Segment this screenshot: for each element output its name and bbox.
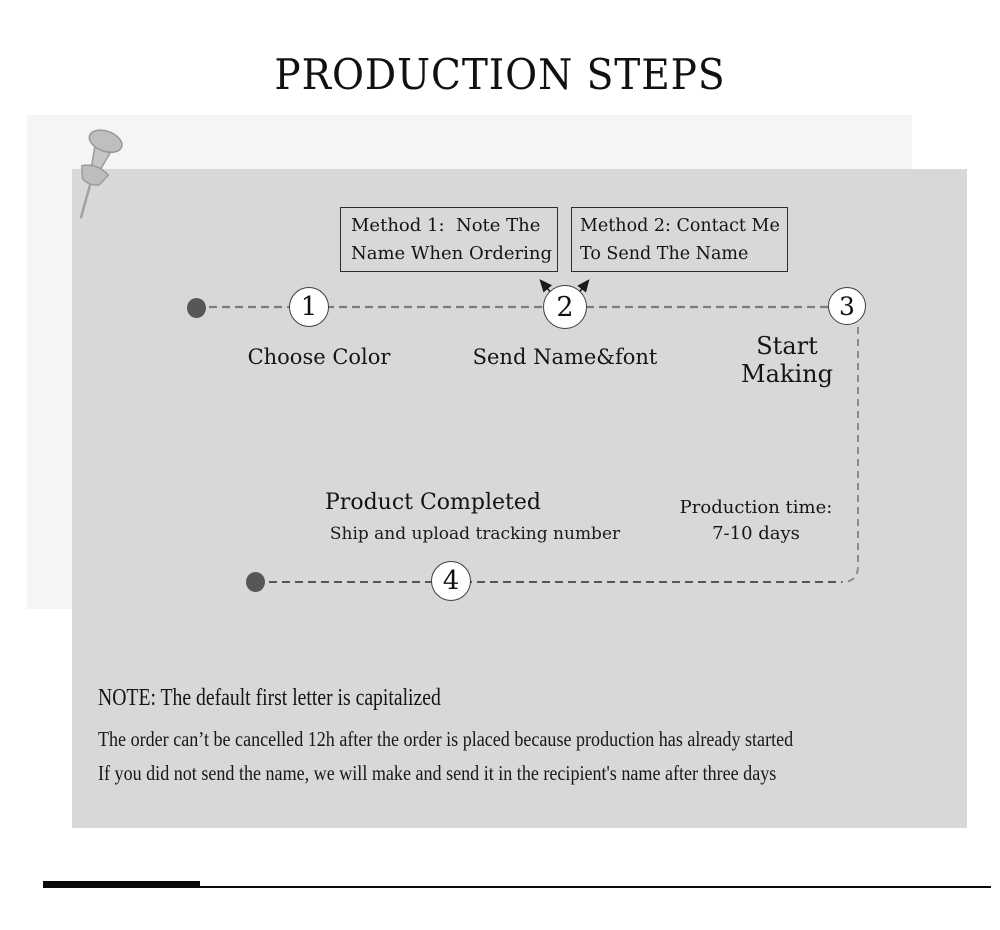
step-3-label-line-2: Making <box>741 360 833 388</box>
method-1-line-2: Name When Ordering <box>351 243 552 264</box>
product-completed-title: Product Completed <box>325 490 541 515</box>
pushpin-head <box>88 129 123 154</box>
production-time: Production time: 7-10 days <box>656 495 856 547</box>
timeline2-start-dot <box>246 572 265 592</box>
step-circle-4: 4 <box>431 561 471 601</box>
note-line-1: The order can’t be cancelled 12h after t… <box>98 727 794 751</box>
step-circle-1: 1 <box>289 287 329 327</box>
step-3-label: Start Making <box>707 332 867 388</box>
pushpin-flange <box>81 164 110 186</box>
timeline1-start-dot <box>187 298 206 318</box>
method-2-line-1: Method 2: Contact Me <box>580 216 780 236</box>
pushpin-icon <box>79 129 123 219</box>
step-circle-3: 3 <box>828 287 866 325</box>
footer-bar <box>43 881 200 888</box>
note-heading: NOTE: The default first letter is capita… <box>98 685 441 711</box>
main-panel <box>72 169 967 828</box>
step-2-label: Send Name&font <box>472 345 658 369</box>
method-1-line-1: Method 1: Note The <box>351 215 541 236</box>
pushpin-needle <box>79 181 93 219</box>
page-title: PRODUCTION STEPS <box>274 50 726 99</box>
step-3-label-line-1: Start <box>756 332 818 360</box>
footer-line <box>200 886 991 888</box>
step-circle-2: 2 <box>543 285 587 329</box>
note-line-2: If you did not send the name, we will ma… <box>98 761 777 785</box>
method-2-line-2: To Send The Name <box>580 244 749 264</box>
production-time-label: Production time: <box>679 497 833 518</box>
step-1-label: Choose Color <box>247 345 391 369</box>
method-box-1: Method 1: Note The Name When Ordering <box>340 207 558 272</box>
production-time-value: 7-10 days <box>712 523 800 544</box>
method-box-2: Method 2: Contact Me To Send The Name <box>571 207 788 272</box>
product-completed-subtitle: Ship and upload tracking number <box>329 524 621 544</box>
